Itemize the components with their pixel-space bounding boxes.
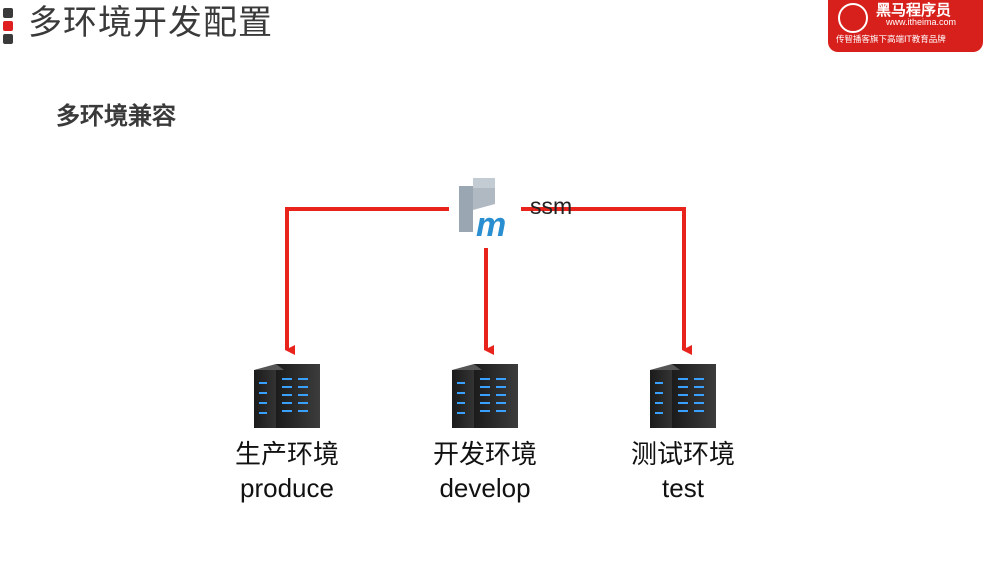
ssm-project-label: ssm — [530, 193, 573, 219]
server-icon — [452, 364, 518, 428]
env-produce-en: produce — [240, 473, 334, 503]
env-test-en: test — [662, 473, 704, 503]
logo-brand-text: 黑马程序员 — [876, 1, 952, 19]
brand-logo: 黑马程序员 www.itheima.com 传智播客旗下高端IT教育品牌 — [828, 0, 983, 52]
logo-url-text: www.itheima.com — [886, 17, 957, 27]
connector-arrows — [285, 207, 692, 355]
server-icon — [650, 364, 716, 428]
env-develop-en: develop — [439, 473, 531, 503]
bullet-square — [3, 8, 13, 18]
runner-logo-icon — [838, 3, 868, 33]
title-bullets — [3, 8, 13, 44]
env-produce-cn: 生产环境 — [234, 439, 339, 469]
bullet-square — [3, 21, 13, 31]
page-title: 多环境开发配置 — [28, 3, 273, 43]
logo-tagline: 传智播客旗下高端IT教育品牌 — [836, 35, 946, 45]
env-develop-cn: 开发环境 — [432, 439, 537, 469]
arrow-to-produce — [285, 207, 449, 355]
maven-icon: m — [459, 178, 506, 244]
env-test-cn: 测试环境 — [630, 439, 735, 469]
section-subtitle: 多环境兼容 — [56, 102, 176, 130]
arrow-to-test — [521, 207, 692, 355]
bullet-square — [3, 34, 13, 44]
svg-text:m: m — [476, 206, 506, 244]
server-icon — [254, 364, 320, 428]
